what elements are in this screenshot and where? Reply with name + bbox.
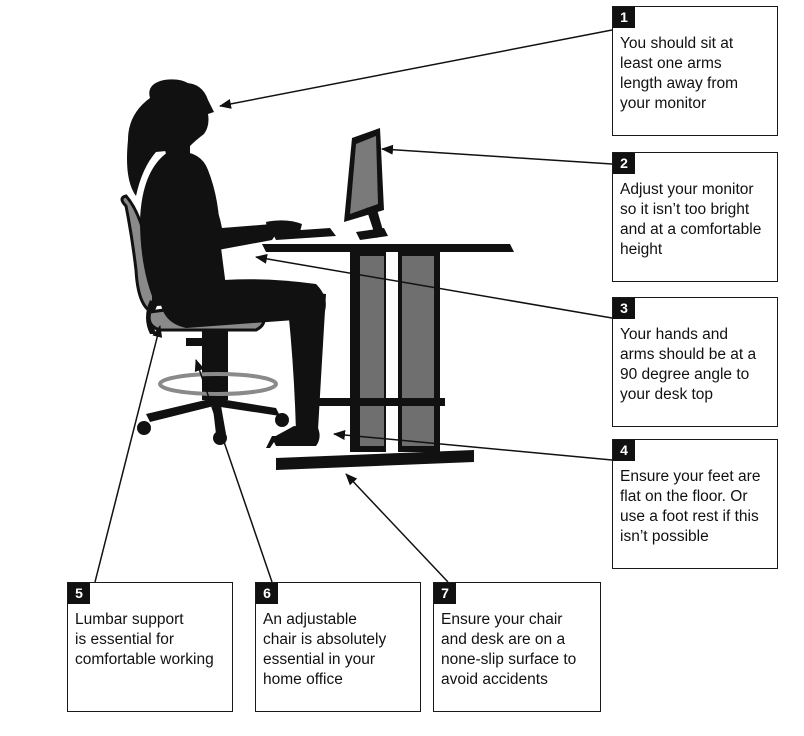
person-hand (266, 220, 302, 236)
callout-line: Ensure your chair (441, 611, 563, 628)
callout-line: height (620, 241, 663, 258)
person-foot-heel-spike (266, 436, 278, 448)
callout-text: Ensure your chair and desk are on a none… (441, 610, 594, 690)
desk-crossbar (310, 398, 445, 406)
callout-line: You should sit at (620, 35, 734, 52)
arrow-6 (194, 359, 273, 583)
callout-line: An adjustable (263, 611, 357, 628)
callout-line: length away from (620, 75, 739, 92)
callout-text: Ensure your feet are flat on the floor. … (620, 467, 771, 547)
callout-1: 1 You should sit at least one arms lengt… (612, 6, 778, 136)
callout-line: avoid accidents (441, 671, 548, 688)
callout-6: 6 An adjustable chair is absolutely esse… (255, 582, 421, 712)
monitor-screen-face (350, 136, 378, 214)
callout-3: 3 Your hands and arms should be at a 90 … (612, 297, 778, 427)
person-silhouette (127, 79, 326, 448)
callout-line: home office (263, 671, 343, 688)
chair-lever (186, 338, 202, 346)
callout-line: comfortable working (75, 651, 214, 668)
callout-line: Your hands and (620, 326, 729, 343)
arrow-1 (219, 29, 613, 109)
desk-top (262, 244, 514, 252)
callout-line: your monitor (620, 95, 707, 112)
callout-line: essential in your (263, 651, 376, 668)
callout-line: flat on the floor. Or (620, 488, 748, 505)
arrow-4 (333, 430, 613, 461)
callout-number: 3 (613, 298, 635, 319)
callout-text: You should sit at least one arms length … (620, 34, 771, 114)
callout-2: 2 Adjust your monitor so it isn’t too br… (612, 152, 778, 282)
callout-line: isn’t possible (620, 528, 709, 545)
callout-text: Adjust your monitor so it isn’t too brig… (620, 180, 771, 260)
callout-number: 5 (68, 583, 90, 604)
arrow-2 (381, 144, 613, 165)
person-lower-leg (286, 290, 326, 432)
chair-wheel (137, 421, 151, 435)
arrow-3 (255, 253, 613, 319)
callout-line: is essential for (75, 631, 175, 648)
person-arm (196, 174, 276, 250)
callout-line: Adjust your monitor (620, 181, 754, 198)
desk-foot-bar (276, 450, 474, 470)
callout-line: so it isn’t too bright (620, 201, 750, 218)
desk-left-leg-panel (360, 256, 384, 446)
callout-7: 7 Ensure your chair and desk are on a no… (433, 582, 601, 712)
chair-wheel (275, 413, 289, 427)
callout-number: 6 (256, 583, 278, 604)
callout-line: Lumbar support (75, 611, 184, 628)
person-head (163, 83, 214, 160)
callout-number: 4 (613, 440, 635, 461)
callout-line: least one arms (620, 55, 722, 72)
callout-line: chair is absolutely (263, 631, 387, 648)
callout-4: 4 Ensure your feet are flat on the floor… (612, 439, 778, 569)
chair-base-front (212, 400, 226, 434)
callout-line: 90 degree angle to (620, 366, 750, 383)
person-thigh (159, 279, 326, 328)
callout-5: 5 Lumbar support is essential for comfor… (67, 582, 233, 712)
desk-right-leg-panel (402, 256, 434, 446)
callout-text: Lumbar support is essential for comforta… (75, 610, 226, 670)
callout-text: An adjustable chair is absolutely essent… (263, 610, 414, 690)
arrow-5 (94, 325, 163, 583)
leader-arrows (94, 29, 613, 583)
callout-line: and at a comfortable (620, 221, 762, 238)
desk (262, 244, 514, 470)
callout-line: use a foot rest if this (620, 508, 759, 525)
monitor-base (356, 228, 388, 240)
callout-line: and desk are on a (441, 631, 566, 648)
callout-line: none-slip surface to (441, 651, 577, 668)
callout-line: Ensure your feet are (620, 468, 761, 485)
person-foot-heel (272, 426, 320, 446)
callout-number: 7 (434, 583, 456, 604)
callout-line: arms should be at a (620, 346, 757, 363)
callout-line: your desk top (620, 386, 714, 403)
arrow-7 (345, 473, 449, 583)
chair-base (146, 398, 280, 422)
callout-number: 1 (613, 7, 635, 28)
chair-foot-ring (158, 372, 278, 396)
callout-text: Your hands and arms should be at a 90 de… (620, 325, 771, 405)
callout-number: 2 (613, 153, 635, 174)
